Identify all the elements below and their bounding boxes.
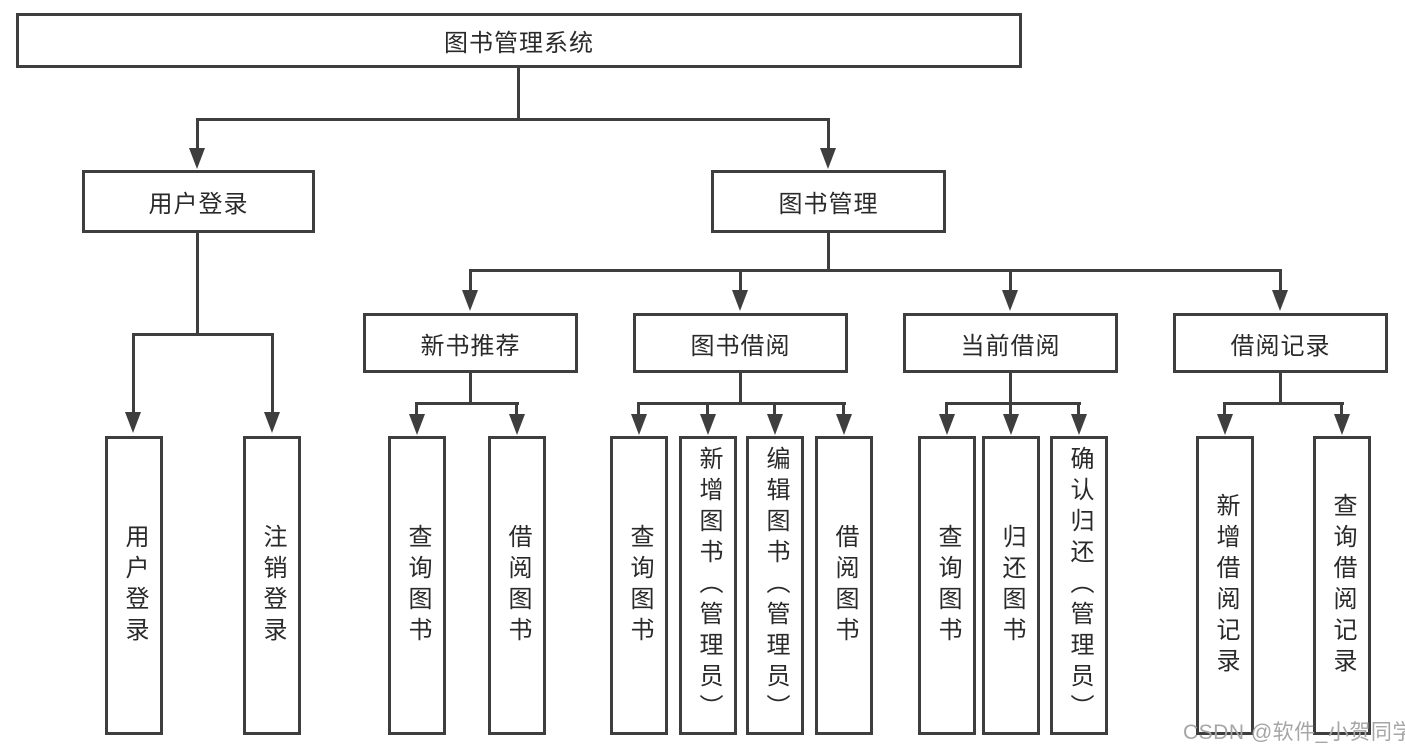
node-borrowing-records-label: 借阅记录: [1230, 332, 1331, 360]
connector-line: [1009, 269, 1012, 290]
node-leaf-edit-books-admin-label: 编辑图书（管理员）: [762, 446, 789, 725]
connector-line: [827, 233, 830, 271]
node-borrowing-records: 借阅记录: [1173, 313, 1388, 373]
arrow-down-icon: [767, 414, 783, 435]
node-leaf-borrowing-query-books: 查询图书: [610, 436, 668, 735]
arrow-down-icon: [1002, 290, 1018, 311]
arrow-down-icon: [1071, 414, 1087, 435]
node-leaf-recommend-query-books: 查询图书: [388, 436, 446, 735]
node-current-borrowing: 当前借阅: [903, 313, 1118, 373]
connector-line: [946, 402, 1081, 405]
node-root: 图书管理系统: [16, 13, 1022, 68]
connector-line: [469, 269, 472, 290]
connector-line: [1077, 402, 1080, 415]
connector-line: [415, 402, 519, 405]
node-leaf-logout: 注销登录: [243, 436, 301, 735]
arrow-down-icon: [1003, 414, 1019, 435]
node-leaf-recommend-borrow-books: 借阅图书: [488, 436, 546, 735]
connector-line: [638, 402, 846, 405]
node-leaf-borrowing-borrow-books: 借阅图书: [815, 436, 873, 735]
connector-line: [469, 269, 1282, 272]
node-user-login: 用户登录: [82, 170, 315, 233]
node-leaf-recommend-borrow-books-label: 借阅图书: [504, 523, 531, 648]
node-leaf-recommend-query-books-label: 查询图书: [404, 523, 431, 648]
connector-line: [132, 333, 135, 414]
node-leaf-add-borrow-record-label: 新增借阅记录: [1212, 492, 1239, 679]
node-leaf-logout-label: 注销登录: [259, 523, 286, 648]
connector-line: [1279, 373, 1282, 404]
connector-line: [739, 269, 742, 290]
arrow-down-icon: [700, 414, 716, 435]
connector-line: [842, 402, 845, 415]
connector-line: [945, 402, 948, 415]
arrow-down-icon: [264, 412, 280, 433]
node-leaf-query-borrow-record-label: 查询借阅记录: [1329, 492, 1356, 679]
node-leaf-add-books-admin: 新增图书（管理员）: [679, 436, 737, 735]
arrow-down-icon: [1217, 414, 1233, 435]
node-leaf-borrowing-query-books-label: 查询图书: [626, 523, 653, 648]
connector-line: [827, 118, 830, 151]
node-leaf-return-books-label: 归还图书: [998, 523, 1025, 648]
node-current-borrowing-label: 当前借阅: [960, 332, 1061, 360]
arrow-down-icon: [820, 148, 836, 169]
arrow-down-icon: [631, 414, 647, 435]
node-leaf-return-books: 归还图书: [982, 436, 1040, 735]
arrow-down-icon: [189, 148, 205, 169]
node-book-borrowing-label: 图书借阅: [690, 332, 791, 360]
connector-line: [773, 402, 776, 415]
arrow-down-icon: [509, 414, 525, 435]
connector-line: [1224, 402, 1344, 405]
connector-line: [271, 333, 274, 414]
arrow-down-icon: [836, 414, 852, 435]
node-leaf-current-query-books-label: 查询图书: [934, 523, 961, 648]
connector-line: [1223, 402, 1226, 415]
node-user-login-label: 用户登录: [148, 191, 249, 218]
node-leaf-add-borrow-record: 新增借阅记录: [1196, 436, 1254, 735]
node-leaf-borrowing-borrow-books-label: 借阅图书: [831, 523, 858, 648]
connector-line: [132, 333, 274, 336]
node-leaf-current-query-books: 查询图书: [918, 436, 976, 735]
connector-line: [637, 402, 640, 415]
node-book-borrowing: 图书借阅: [633, 313, 848, 373]
node-leaf-edit-books-admin: 编辑图书（管理员）: [746, 436, 804, 735]
arrow-down-icon: [125, 412, 141, 433]
connector-line: [1279, 269, 1282, 290]
arrow-down-icon: [462, 290, 478, 311]
node-leaf-user-login: 用户登录: [105, 436, 163, 735]
connector-line: [469, 373, 472, 404]
connector-line: [196, 233, 199, 335]
connector-line: [515, 402, 518, 415]
connector-line: [415, 402, 418, 415]
connector-line: [739, 373, 742, 404]
connector-line: [1009, 402, 1012, 415]
node-new-book-recommend: 新书推荐: [363, 313, 578, 373]
node-root-label: 图书管理系统: [444, 30, 594, 57]
connector-line: [196, 118, 199, 151]
arrow-down-icon: [732, 290, 748, 311]
connector-line: [706, 402, 709, 415]
connector-line: [1009, 373, 1012, 404]
arrow-down-icon: [1334, 414, 1350, 435]
arrow-down-icon: [939, 414, 955, 435]
node-book-management: 图书管理: [711, 170, 946, 233]
node-leaf-user-login-label: 用户登录: [121, 523, 148, 648]
node-new-book-recommend-label: 新书推荐: [420, 332, 521, 360]
arrow-down-icon: [1272, 290, 1288, 311]
connector-line: [196, 118, 830, 121]
connector-line: [1340, 402, 1343, 415]
node-leaf-add-books-admin-label: 新增图书（管理员）: [695, 446, 722, 725]
connector-line: [517, 68, 520, 121]
node-leaf-confirm-return-admin: 确认归还（管理员）: [1050, 436, 1108, 735]
node-book-management-label: 图书管理: [778, 191, 879, 218]
node-leaf-query-borrow-record: 查询借阅记录: [1313, 436, 1371, 735]
watermark: CSDN @软件_小贺同学: [1183, 721, 1405, 744]
node-leaf-confirm-return-admin-label: 确认归还（管理员）: [1066, 446, 1093, 725]
arrow-down-icon: [409, 414, 425, 435]
